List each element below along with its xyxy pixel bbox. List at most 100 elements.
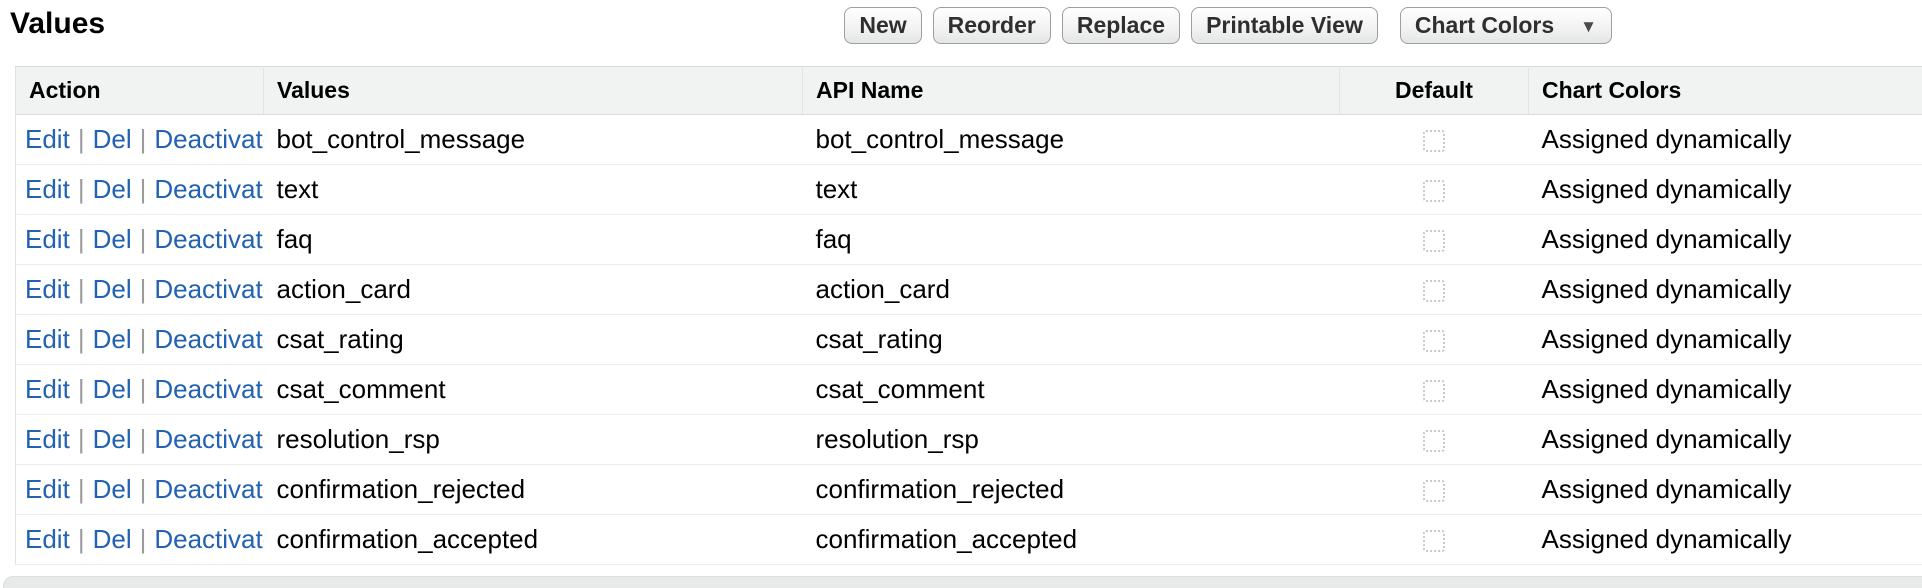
link-separator: | [139,324,147,354]
edit-link[interactable]: Edit [25,374,70,404]
new-button[interactable]: New [844,7,922,44]
chart-colors-cell: Assigned dynamically [1528,414,1922,465]
default-cell [1339,264,1529,315]
chart-colors-cell: Assigned dynamically [1528,364,1922,415]
default-checkbox-unchecked-icon [1423,330,1445,353]
default-checkbox-unchecked-icon [1423,230,1445,253]
deactivate-link[interactable]: Deactivate [154,474,263,504]
next-section-panel-edge [3,576,1922,588]
deactivate-link[interactable]: Deactivate [154,274,263,304]
table-row: Edit|Del|Deactivate resolution_rsp resol… [15,414,1922,465]
value-cell: csat_rating [263,314,803,365]
value-cell: text [263,164,803,215]
deactivate-link[interactable]: Deactivate [154,324,263,354]
link-separator: | [77,124,85,154]
api-name-cell: bot_control_message [802,114,1340,165]
link-separator: | [77,424,85,454]
del-link[interactable]: Del [92,374,132,404]
edit-link[interactable]: Edit [25,474,70,504]
value-cell: confirmation_rejected [263,464,803,515]
table-row: Edit|Del|Deactivate csat_rating csat_rat… [15,314,1922,365]
table-row: Edit|Del|Deactivate confirmation_rejecte… [15,464,1922,515]
deactivate-link[interactable]: Deactivate [154,374,263,404]
value-cell: resolution_rsp [263,414,803,465]
deactivate-link[interactable]: Deactivate [154,524,263,554]
default-cell [1339,364,1529,415]
default-cell [1339,114,1529,165]
chart-colors-cell: Assigned dynamically [1528,264,1922,315]
chart-colors-cell: Assigned dynamically [1528,114,1922,165]
del-link[interactable]: Del [92,174,132,204]
column-header-chart-colors: Chart Colors [1528,66,1922,115]
del-link[interactable]: Del [92,424,132,454]
default-cell [1339,464,1529,515]
toolbar: New Reorder Replace Printable View Chart… [844,7,1612,44]
default-cell [1339,314,1529,365]
column-header-default: Default [1339,66,1529,115]
chart-colors-cell: Assigned dynamically [1528,314,1922,365]
printable-view-button[interactable]: Printable View [1191,7,1378,44]
table-row: Edit|Del|Deactivate text text Assigned d… [15,164,1922,215]
del-link[interactable]: Del [92,324,132,354]
default-cell [1339,514,1529,565]
del-link[interactable]: Del [92,224,132,254]
edit-link[interactable]: Edit [25,424,70,454]
table-row: Edit|Del|Deactivate csat_comment csat_co… [15,364,1922,415]
table-header-row: Action Values API Name Default Chart Col… [15,66,1922,115]
edit-link[interactable]: Edit [25,124,70,154]
default-cell [1339,214,1529,265]
del-link[interactable]: Del [92,474,132,504]
action-cell: Edit|Del|Deactivate [15,114,264,165]
edit-link[interactable]: Edit [25,524,70,554]
deactivate-link[interactable]: Deactivate [154,424,263,454]
page-title: Values [10,7,106,40]
api-name-cell: faq [802,214,1340,265]
value-cell: csat_comment [263,364,803,415]
del-link[interactable]: Del [92,524,132,554]
action-cell: Edit|Del|Deactivate [15,264,264,315]
action-cell: Edit|Del|Deactivate [15,214,264,265]
column-header-values: Values [263,66,803,115]
api-name-cell: text [802,164,1340,215]
link-separator: | [139,524,147,554]
default-checkbox-unchecked-icon [1423,480,1445,503]
deactivate-link[interactable]: Deactivate [154,174,263,204]
api-name-cell: confirmation_rejected [802,464,1340,515]
table-row: Edit|Del|Deactivate faq faq Assigned dyn… [15,214,1922,265]
api-name-cell: resolution_rsp [802,414,1340,465]
reorder-button[interactable]: Reorder [932,7,1051,44]
link-separator: | [139,124,147,154]
caret-down-icon: ▼ [1580,16,1597,36]
edit-link[interactable]: Edit [25,324,70,354]
link-separator: | [77,374,85,404]
link-separator: | [139,374,147,404]
link-separator: | [77,174,85,204]
link-separator: | [139,174,147,204]
del-link[interactable]: Del [92,124,132,154]
del-link[interactable]: Del [92,274,132,304]
api-name-cell: action_card [802,264,1340,315]
default-cell [1339,414,1529,465]
default-checkbox-unchecked-icon [1423,130,1445,153]
link-separator: | [77,524,85,554]
edit-link[interactable]: Edit [25,224,70,254]
link-separator: | [139,424,147,454]
edit-link[interactable]: Edit [25,274,70,304]
table-row: Edit|Del|Deactivate confirmation_accepte… [15,514,1922,565]
link-separator: | [139,474,147,504]
deactivate-link[interactable]: Deactivate [154,224,263,254]
action-cell: Edit|Del|Deactivate [15,464,264,515]
chart-colors-cell: Assigned dynamically [1528,464,1922,515]
chart-colors-cell: Assigned dynamically [1528,214,1922,265]
edit-link[interactable]: Edit [25,174,70,204]
link-separator: | [139,224,147,254]
chart-colors-dropdown-button[interactable]: Chart Colors ▼ [1399,7,1612,44]
chart-colors-dropdown-label: Chart Colors [1414,12,1555,38]
action-cell: Edit|Del|Deactivate [15,164,264,215]
deactivate-link[interactable]: Deactivate [154,124,263,154]
chart-colors-cell: Assigned dynamically [1528,164,1922,215]
default-checkbox-unchecked-icon [1423,180,1445,203]
api-name-cell: csat_rating [802,314,1340,365]
action-cell: Edit|Del|Deactivate [15,514,264,565]
replace-button[interactable]: Replace [1061,7,1181,44]
